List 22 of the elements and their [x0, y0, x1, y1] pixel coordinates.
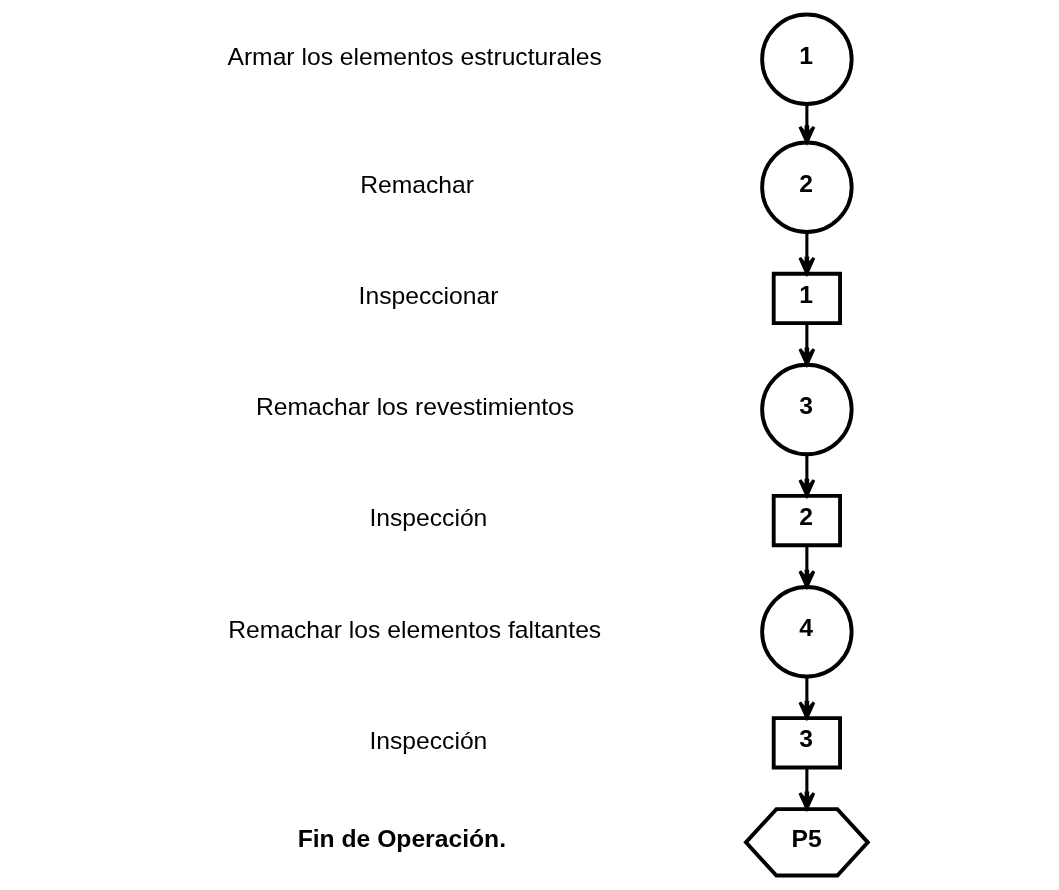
node-circle: 2: [760, 140, 854, 234]
arrow: [798, 545, 816, 589]
label: Inspeccionar: [358, 282, 499, 310]
label: Armar los elementos estructurales: [227, 43, 602, 71]
arrow: [798, 104, 816, 144]
arrow: [798, 323, 816, 367]
label: Inspección: [369, 504, 488, 532]
arrow: [798, 767, 816, 811]
node-circle: 4: [760, 585, 854, 679]
arrow: [798, 232, 816, 275]
label: Remachar los revestimientos: [255, 393, 575, 421]
arrow: [798, 676, 816, 720]
node-box: 3: [771, 716, 842, 770]
label: Remachar los elementos faltantes: [228, 615, 602, 643]
label: Remachar: [360, 171, 474, 199]
node-box: 2: [771, 494, 842, 548]
label: Inspección: [369, 726, 488, 754]
node-box: 1: [771, 271, 842, 325]
node-circle: 1: [760, 12, 854, 106]
label: Fin de Operación.: [297, 824, 507, 852]
node-circle: 3: [760, 362, 854, 457]
arrow: [798, 454, 816, 498]
